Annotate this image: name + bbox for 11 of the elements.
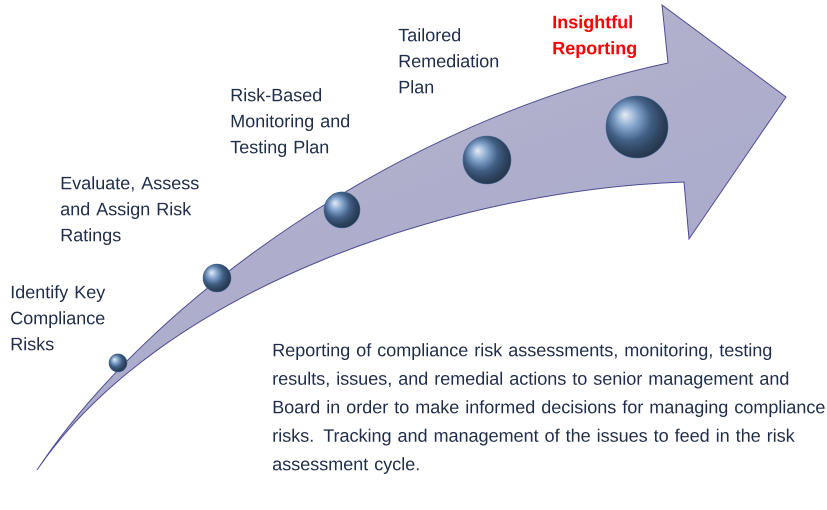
step-circle <box>108 354 128 372</box>
step-circle <box>606 96 668 158</box>
step-label: Risk-Based Monitoring and Testing Plan <box>230 88 350 157</box>
step-circle <box>324 192 360 228</box>
step-circle <box>462 136 512 184</box>
step-label: Identify Key Compliance Risks <box>11 285 106 350</box>
step-label: Insightful Reporting <box>553 15 636 58</box>
description-text: Reporting of compliance risk assessments, monitoring, testing results, issues, and remedial actions to senior management and Board in order to make informed decisions for managing compliance risks. Tracking and management of the issues to feed in the risk assessment cycle. <box>272 343 825 474</box>
step-label: Evaluate, Assess and Assign Risk Ratings <box>60 176 199 245</box>
step-circle <box>202 264 232 292</box>
step-label: Tailored Remediation Plan <box>398 28 498 94</box>
